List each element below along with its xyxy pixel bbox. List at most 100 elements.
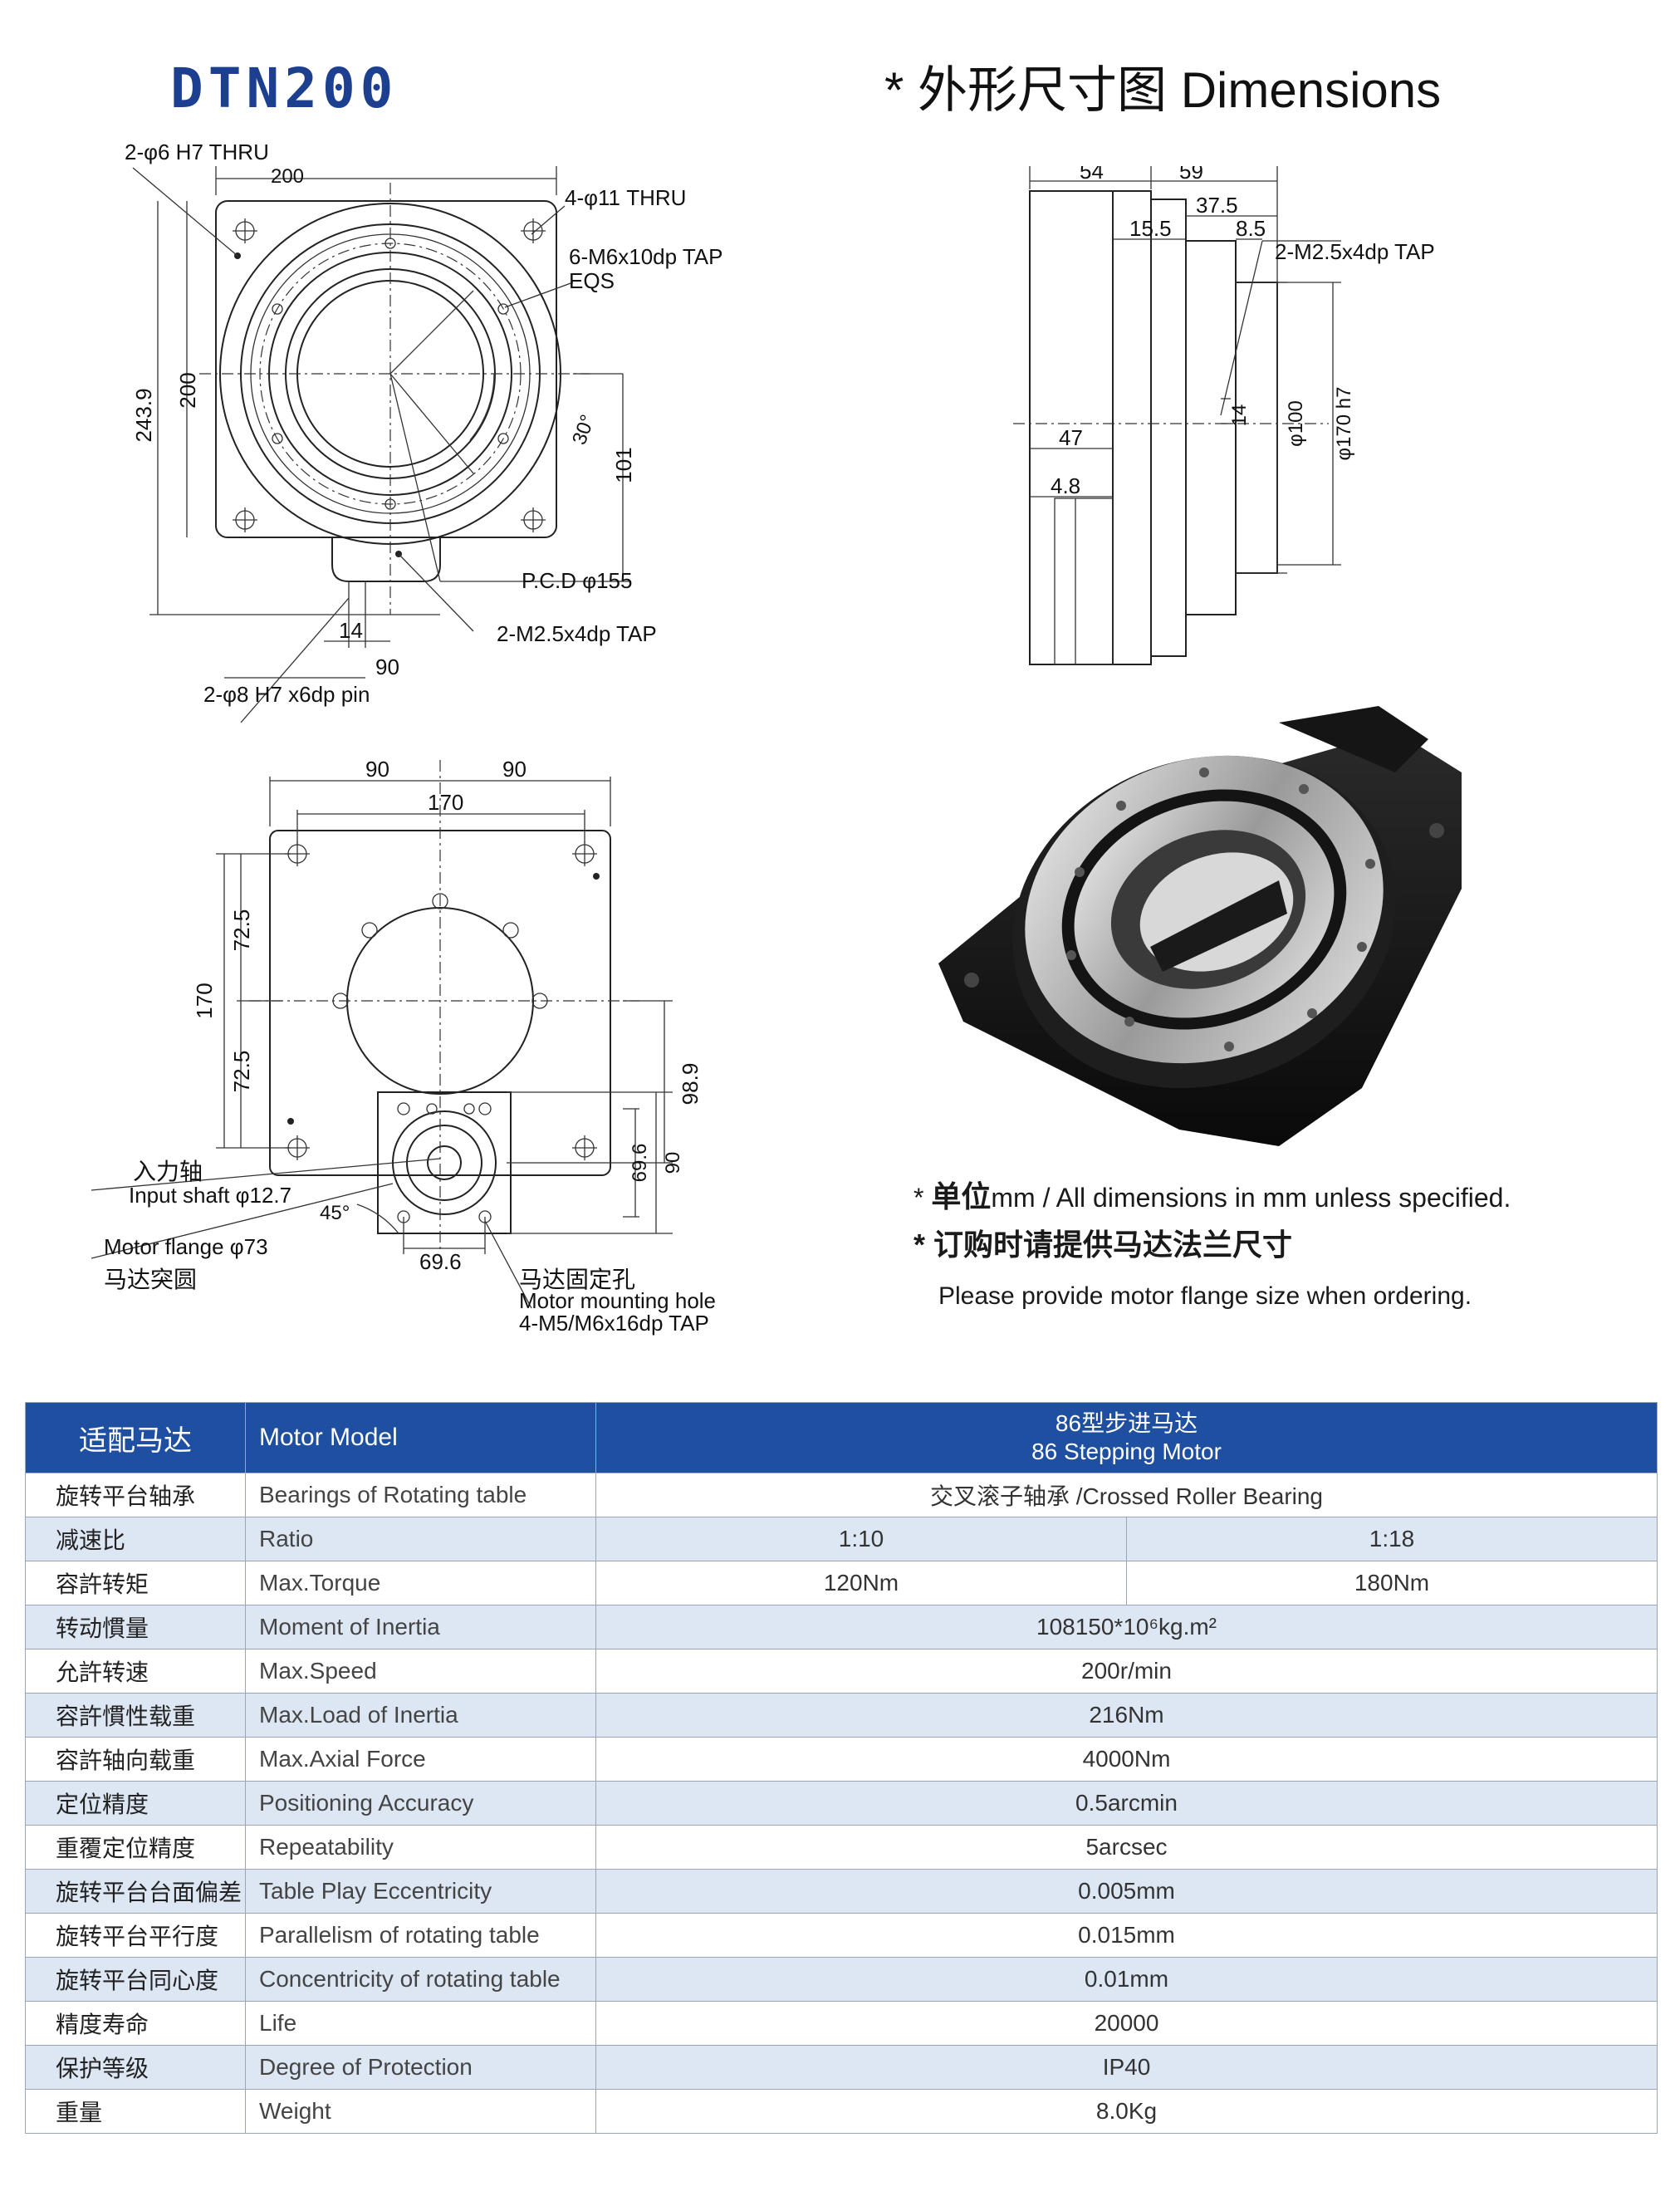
row-label-cn: 重量 bbox=[25, 2089, 246, 2134]
unit-note-en: mm / All dimensions in mm unless specifi… bbox=[991, 1183, 1511, 1213]
header-value-cn: 86型步进马达 bbox=[1055, 1410, 1198, 1436]
row-label-cn: 保护等级 bbox=[25, 2045, 246, 2090]
row-value: 4000Nm bbox=[595, 1737, 1658, 1782]
eqs-callout: EQS bbox=[569, 268, 615, 293]
row-label-en: Max.Speed bbox=[245, 1649, 596, 1694]
table-row: 容許转矩 Max.Torque 120Nm 180Nm bbox=[25, 1561, 1658, 1605]
dim-90-vertical: 90 bbox=[662, 1152, 684, 1174]
row-value: 5arcsec bbox=[595, 1825, 1658, 1870]
table-row: 旋转平台轴承 Bearings of Rotating table 交叉滚子轴承… bbox=[25, 1473, 1658, 1517]
dim-200-top: 200 bbox=[271, 165, 304, 188]
pcd-callout: P.C.D φ155 bbox=[522, 568, 632, 593]
dim-90: 90 bbox=[375, 654, 399, 679]
dim-8-5: 8.5 bbox=[1236, 216, 1266, 241]
row-value: 0.015mm bbox=[595, 1913, 1658, 1958]
input-shaft-cn: 入力轴 bbox=[133, 1159, 203, 1184]
table-row: 旋转平台台面偏差 Table Play Eccentricity 0.005mm bbox=[25, 1869, 1658, 1914]
dim-37-5: 37.5 bbox=[1196, 193, 1238, 218]
pin-top-callout: 2-φ6 H7 THRU bbox=[125, 140, 269, 164]
unit-note-cn: 单位 bbox=[931, 1179, 992, 1213]
dim-243-9: 243.9 bbox=[131, 388, 156, 442]
row-label-en: Moment of Inertia bbox=[245, 1605, 596, 1650]
side-view-drawing: 54 59 37.5 15.5 8.5 2-M2.5x4dp TAP 47 4.… bbox=[1013, 166, 1435, 665]
dim-30deg: 30° bbox=[568, 412, 600, 448]
dim-170-side: 170 bbox=[192, 983, 217, 1018]
dimensions-title: * 外形尺寸图 Dimensions bbox=[884, 62, 1442, 118]
row-label-cn: 定位精度 bbox=[25, 1781, 246, 1826]
dim-90-left: 90 bbox=[365, 757, 389, 782]
row-value: 8.0Kg bbox=[595, 2089, 1658, 2134]
pin-bottom-callout: 2-φ8 H7 x6dp pin bbox=[203, 682, 370, 707]
row-label-cn: 旋转平台平行度 bbox=[25, 1913, 246, 1958]
row-label-en: Max.Torque bbox=[245, 1561, 596, 1605]
order-note-cn: * 订购时请提供马达法兰尺寸 bbox=[913, 1228, 1293, 1262]
dim-98-9: 98.9 bbox=[678, 1063, 703, 1105]
front-view-drawing: 2-φ6 H7 THRU 200 4-φ11 THRU 6-M6x10dp TA… bbox=[125, 140, 722, 723]
row-label-en: Degree of Protection bbox=[245, 2045, 596, 2090]
row-label-cn: 旋转平台轴承 bbox=[25, 1473, 246, 1517]
dim-14: 14 bbox=[339, 618, 363, 643]
row-label-en: Parallelism of rotating table bbox=[245, 1913, 596, 1958]
dim-phi170: φ170 h7 bbox=[1333, 387, 1355, 461]
row-label-cn: 容許轴向载重 bbox=[25, 1737, 246, 1782]
motor-flange-en: Motor flange φ73 bbox=[104, 1234, 268, 1259]
row-label-cn: 容許转矩 bbox=[25, 1561, 246, 1605]
row-value-1: 120Nm bbox=[595, 1561, 1127, 1605]
table-row: 容許慣性载重 Max.Load of Inertia 216Nm bbox=[25, 1693, 1658, 1738]
table-row: 保护等级 Degree of Protection IP40 bbox=[25, 2045, 1658, 2090]
row-label-en: Max.Axial Force bbox=[245, 1737, 596, 1782]
row-value: 交叉滚子轴承 /Crossed Roller Bearing bbox=[595, 1473, 1658, 1517]
row-label-en: Table Play Eccentricity bbox=[245, 1869, 596, 1914]
row-label-en: Positioning Accuracy bbox=[245, 1781, 596, 1826]
row-value: 0.5arcmin bbox=[595, 1781, 1658, 1826]
row-value: 108150*10⁶kg.m² bbox=[595, 1605, 1658, 1650]
order-note-en: Please provide motor flange size when or… bbox=[938, 1282, 1472, 1310]
row-label-cn: 容許慣性载重 bbox=[25, 1693, 246, 1738]
row-label-en: Concentricity of rotating table bbox=[245, 1957, 596, 2002]
row-label-cn: 旋转平台台面偏差 bbox=[25, 1869, 246, 1914]
dim-4-8: 4.8 bbox=[1051, 473, 1080, 498]
motor-hole-cn: 马达固定孔 bbox=[519, 1267, 635, 1292]
row-label-en: Weight bbox=[245, 2089, 596, 2134]
product-photo bbox=[938, 706, 1462, 1146]
row-label-cn: 允許转速 bbox=[25, 1649, 246, 1694]
row-value: 0.005mm bbox=[595, 1869, 1658, 1914]
row-value-1: 1:10 bbox=[595, 1517, 1127, 1561]
unit-note: * 单位mm / All dimensions in mm unless spe… bbox=[913, 1179, 1511, 1213]
tap6-callout: 6-M6x10dp TAP bbox=[569, 244, 722, 269]
table-row: 重量 Weight 8.0Kg bbox=[25, 2089, 1658, 2134]
dim-15-5: 15.5 bbox=[1129, 216, 1172, 241]
row-label-cn: 精度寿命 bbox=[25, 2001, 246, 2046]
row-value: 0.01mm bbox=[595, 1957, 1658, 2002]
dim-72-5-a: 72.5 bbox=[229, 909, 254, 952]
table-row: 减速比 Ratio 1:10 1:18 bbox=[25, 1517, 1658, 1561]
row-value: 20000 bbox=[595, 2001, 1658, 2046]
row-value-2: 180Nm bbox=[1126, 1561, 1658, 1605]
spec-table: 适配马达 Motor Model 86型步进马达 86 Stepping Mot… bbox=[25, 1402, 1658, 2134]
table-row: 容許轴向载重 Max.Axial Force 4000Nm bbox=[25, 1737, 1658, 1782]
row-label-en: Repeatability bbox=[245, 1825, 596, 1870]
row-label-en: Bearings of Rotating table bbox=[245, 1473, 596, 1517]
header-value-en: 86 Stepping Motor bbox=[1031, 1439, 1222, 1464]
dim-54: 54 bbox=[1080, 166, 1104, 184]
dim-47: 47 bbox=[1059, 425, 1083, 450]
row-label-en: Ratio bbox=[245, 1517, 596, 1561]
row-value-2: 1:18 bbox=[1126, 1517, 1658, 1561]
row-value: IP40 bbox=[595, 2045, 1658, 2090]
table-row: 重覆定位精度 Repeatability 5arcsec bbox=[25, 1825, 1658, 1870]
table-row: 精度寿命 Life 20000 bbox=[25, 2001, 1658, 2046]
row-label-cn: 转动慣量 bbox=[25, 1605, 246, 1650]
table-row: 旋转平台同心度 Concentricity of rotating table … bbox=[25, 1957, 1658, 2002]
dim-72-5-b: 72.5 bbox=[229, 1051, 254, 1093]
header-value: 86型步进马达 86 Stepping Motor bbox=[595, 1402, 1658, 1473]
row-label-en: Max.Load of Inertia bbox=[245, 1693, 596, 1738]
header-cn: 适配马达 bbox=[25, 1402, 246, 1473]
motor-hole-tap: 4-M5/M6x16dp TAP bbox=[519, 1311, 709, 1336]
dim-14-side: 14 bbox=[1228, 404, 1251, 427]
motor-hole-en: Motor mounting hole bbox=[519, 1288, 716, 1313]
dim-59: 59 bbox=[1179, 166, 1203, 184]
model-title: DTN200 bbox=[170, 56, 399, 120]
dim-170-top: 170 bbox=[428, 790, 463, 815]
dim-45deg: 45° bbox=[320, 1202, 350, 1224]
row-label-en: Life bbox=[245, 2001, 596, 2046]
